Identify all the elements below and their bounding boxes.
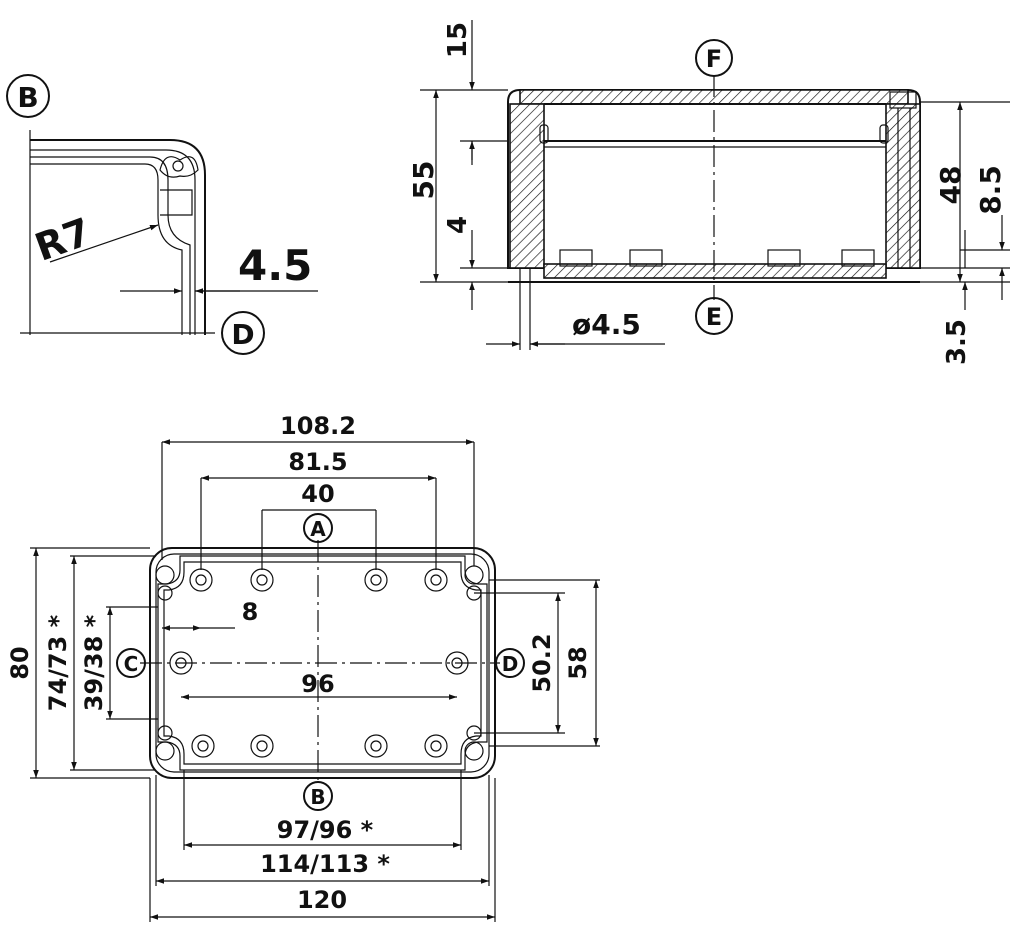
mounting-hole (250, 734, 274, 758)
corner-outer-edge (30, 139, 206, 335)
radius-r7-label: R7 (29, 209, 96, 269)
mounting-hole (250, 568, 274, 592)
dim-50-2-text: 50.2 (528, 633, 556, 692)
dim-4-text: 4 (443, 216, 473, 234)
dim-97-96-text: 97/96 * (277, 816, 374, 844)
detail-d-callout-circle (221, 311, 265, 355)
base-hatch (543, 263, 887, 279)
dim-15-text: 15 (443, 22, 473, 58)
corner-screw-bl-hole (157, 725, 173, 741)
enclosure-inner-profile-2 (163, 561, 482, 765)
corner-screw-tl (155, 565, 175, 585)
detail-b-callout-circle (6, 74, 50, 118)
screw-pocket (160, 189, 193, 216)
dim-40-text: 40 (301, 480, 334, 508)
view-d-label: D (502, 652, 519, 676)
mounting-boss-3 (767, 249, 801, 267)
corner-edge-4 (30, 163, 183, 335)
mounting-hole-core (430, 574, 442, 586)
mounting-hole (364, 734, 388, 758)
dim-114-113-text: 114/113 * (260, 850, 390, 878)
corner-screw-tr (464, 565, 484, 585)
mounting-boss-2 (629, 249, 663, 267)
screw-boss-hole (172, 160, 184, 172)
enclosure-inner-profile (157, 555, 488, 771)
detail-b-view: B R7 4.5 D (6, 74, 318, 355)
mounting-hole-core (195, 574, 207, 586)
section-view: F E 55 15 4 48 8.5 3.5 ø4 (407, 20, 1010, 365)
corner-screw-br (464, 741, 484, 761)
dim-108-2-text: 108.2 (280, 412, 356, 440)
mounting-boss-4 (841, 249, 875, 267)
corner-edge-2 (30, 149, 196, 335)
mounting-hole-core (256, 740, 268, 752)
view-d-circle (495, 648, 525, 678)
view-c-circle (116, 648, 146, 678)
dim-81-5-text: 81.5 (288, 448, 347, 476)
view-b-circle (303, 781, 333, 811)
view-b-label: B (310, 785, 325, 809)
gasket-left (539, 124, 549, 144)
mounting-hole (364, 568, 388, 592)
view-a-label: A (310, 517, 326, 541)
section-e-label: E (706, 303, 722, 331)
right-wall-hatch (885, 103, 921, 269)
dim-48-text: 48 (934, 166, 967, 205)
section-f-label: F (706, 45, 722, 73)
mounting-hole (424, 568, 448, 592)
corner-edge-3 (30, 156, 191, 335)
view-a-circle (303, 513, 333, 543)
gasket-right (879, 124, 889, 144)
dim-8-5-text: 8.5 (974, 165, 1007, 215)
dim-58-text: 58 (564, 646, 592, 679)
dim-8-text: 8 (242, 598, 259, 626)
dim-80-text: 80 (6, 646, 34, 679)
dim-120-text: 120 (297, 886, 347, 914)
r7-leader-line (49, 224, 159, 263)
mounting-boss-1 (559, 249, 593, 267)
detail-d-label: D (231, 318, 254, 351)
mounting-hole-core (370, 740, 382, 752)
mounting-hole-core (430, 740, 442, 752)
mounting-hole-core (197, 740, 209, 752)
dim-55-text: 55 (407, 161, 440, 200)
mounting-hole-core (256, 574, 268, 586)
section-e-circle (695, 297, 733, 335)
diameter-4-5-text: ø4.5 (572, 308, 641, 341)
detail-b-label: B (17, 81, 38, 114)
dim-74-73-text: 74/73 * (44, 614, 72, 711)
corner-screw-bl (155, 741, 175, 761)
top-view: A B C D 108.2 81.5 40 8 96 97/96 * (6, 412, 600, 922)
dim-39-38-text: 39/38 * (80, 614, 108, 711)
dim-3-5-text: 3.5 (942, 319, 972, 365)
section-f-circle (695, 39, 733, 77)
view-c-label: C (124, 652, 139, 676)
screw-boss-outline (159, 156, 199, 178)
mounting-hole-core (370, 574, 382, 586)
dim-96-text: 96 (301, 670, 334, 698)
mounting-hole (189, 568, 213, 592)
lid-screw-head (889, 91, 917, 109)
gap-4-5-label: 4.5 (238, 241, 312, 290)
left-wall-hatch (509, 103, 545, 269)
mounting-hole (191, 734, 215, 758)
corner-screw-tl-hole (157, 585, 173, 601)
mounting-hole (424, 734, 448, 758)
